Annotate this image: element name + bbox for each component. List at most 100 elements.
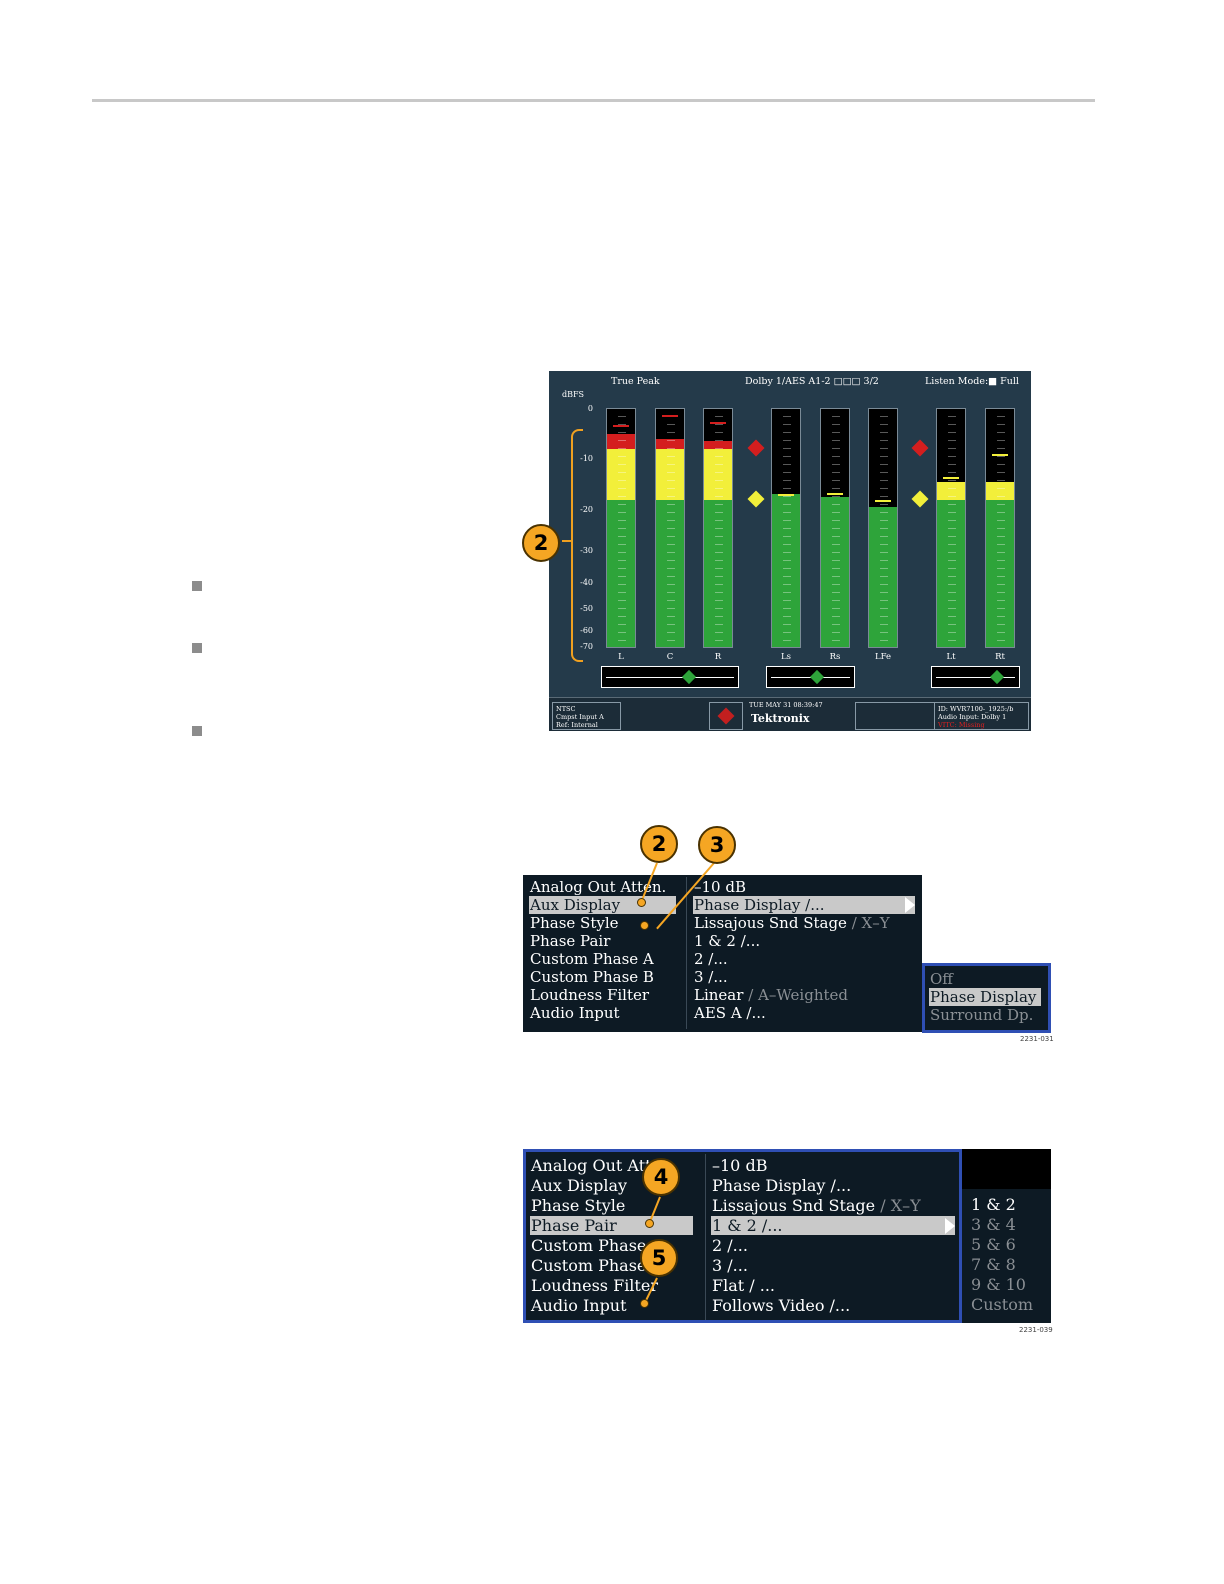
menu-item-value[interactable]: Flat / ... (712, 1276, 776, 1295)
audio-meter-display: True Peak Dolby 1/AES A1-2 □□□ 3/2 Liste… (549, 371, 1031, 731)
menu-value-alt: / X–Y (846, 914, 890, 932)
scale-tick: -60 (580, 626, 593, 635)
yellow-threshold-diamond (747, 490, 765, 508)
submenu-option[interactable]: Off (930, 970, 953, 988)
scale-tick: -40 (580, 578, 593, 587)
submenu-option-selected[interactable]: Phase Display (929, 988, 1041, 1006)
scale-tick: 0 (587, 404, 593, 413)
menu-item-label[interactable]: Custom Phase A (530, 950, 654, 968)
callout-marker: 5 (640, 1239, 678, 1277)
brand-logo: Tektronix (751, 712, 810, 725)
submenu-option[interactable]: 9 & 10 (971, 1275, 1026, 1294)
alarm-box (709, 702, 743, 730)
channel-meter-rs (820, 408, 850, 648)
menu-item-value-selected[interactable]: Phase Display /... (693, 896, 915, 914)
menu-item-label[interactable]: Phase Pair (530, 932, 611, 950)
status-datetime: TUE MAY 31 08:39:47 (749, 701, 823, 709)
menu-item-label[interactable]: Audio Input (531, 1296, 627, 1315)
empty-status-box (855, 702, 935, 730)
menu-item-value[interactable]: Phase Display /... (712, 1176, 852, 1195)
channel-label: Ls (780, 652, 791, 662)
menu-item-value[interactable]: 1 & 2 /... (694, 932, 761, 950)
menu-item-label[interactable]: Loudness Filter (530, 986, 650, 1004)
submenu-option[interactable]: 7 & 8 (971, 1255, 1016, 1274)
scale-tick: -30 (580, 546, 593, 555)
channel-label: L (618, 652, 624, 662)
channel-meter-r (703, 408, 733, 648)
channel-label: R (714, 652, 722, 662)
menu-item-label-selected[interactable]: Aux Display (529, 896, 676, 914)
submenu-option[interactable]: 3 & 4 (971, 1215, 1016, 1234)
submenu-option[interactable]: 5 & 6 (971, 1235, 1016, 1254)
menu-item-label[interactable]: Analog Out Atten. (531, 1156, 677, 1175)
alarm-icon (717, 707, 735, 725)
menu-item-value[interactable]: Lissajous Snd Stage / X–Y (694, 914, 890, 932)
scale-tick: -50 (580, 604, 593, 613)
submenu-arrow-icon (905, 897, 915, 913)
menu-item-value[interactable]: 3 /... (712, 1256, 748, 1275)
figure-number: 2231-039 (1019, 1326, 1053, 1334)
menu-value-alt: / X–Y (875, 1196, 921, 1215)
menu-item-label[interactable]: Phase Style (530, 914, 619, 932)
menu-item-label[interactable]: Audio Input (530, 1004, 620, 1022)
range-bracket-connector (562, 540, 572, 542)
menu-item-label[interactable]: Analog Out Atten. (530, 878, 667, 896)
red-threshold-diamond (911, 439, 929, 457)
callout-marker: 3 (698, 826, 736, 864)
input-status-box: NTSC Cmpst Input A Ref: Internal (552, 702, 621, 730)
phase-pair-submenu: 1 & 2 3 & 4 5 & 6 7 & 8 9 & 10 Custom (962, 1189, 1051, 1323)
header-rule (92, 99, 1095, 102)
balance-meter (601, 666, 739, 688)
callout-marker: 4 (642, 1158, 680, 1196)
menu-item-value[interactable]: 3 /... (694, 968, 728, 986)
channel-meter-lt (936, 408, 966, 648)
menu-item-label[interactable]: Phase Style (531, 1196, 626, 1215)
listen-mode-label: Listen Mode:■ Full (925, 376, 1019, 387)
menu-item-value[interactable]: –10 dB (694, 878, 746, 896)
menu-item-label[interactable]: Custom Phase A (531, 1236, 664, 1255)
channel-label: LFe (874, 652, 892, 662)
channel-label: Rs (829, 652, 841, 662)
menu-item-value[interactable]: 2 /... (694, 950, 728, 968)
callout-marker: 2 (640, 825, 678, 863)
menu-value-text: Linear (694, 986, 744, 1004)
menu-item-value[interactable]: Lissajous Snd Stage / X–Y (712, 1196, 921, 1215)
menu-item-value[interactable]: 2 /... (712, 1236, 748, 1255)
device-status-box: ID: WVR7100-_1925:/b Audio Input: Dolby … (934, 702, 1029, 730)
menu-item-value[interactable]: AES A /... (694, 1004, 766, 1022)
menu-item-label[interactable]: Custom Phase B (530, 968, 654, 986)
menu-item-label-selected[interactable]: Phase Pair (530, 1216, 693, 1235)
bullet-marker (192, 581, 202, 591)
menu-item-label[interactable]: Loudness Filter (531, 1276, 658, 1295)
config-menu: Analog Out Atten. Aux Display Phase Styl… (523, 1149, 962, 1323)
status-text: Ref: Internal (556, 721, 598, 729)
config-menu: Analog Out Atten. Aux Display Phase Styl… (523, 875, 922, 1032)
callout-target-dot (640, 1299, 649, 1308)
menu-item-value[interactable]: Linear / A–Weighted (694, 986, 848, 1004)
channel-meter-rt (985, 408, 1015, 648)
menu-item-value[interactable]: Follows Video /... (712, 1296, 851, 1315)
callout-target-dot (645, 1219, 654, 1228)
bullet-marker (192, 643, 202, 653)
status-text: Audio Input: Dolby 1 (938, 713, 1007, 721)
submenu-option[interactable]: Surround Dp. (930, 1006, 1034, 1024)
status-text: NTSC (556, 705, 576, 713)
column-divider (705, 1154, 706, 1320)
menu-item-value-selected[interactable]: 1 & 2 /... (711, 1216, 955, 1235)
menu-item-label[interactable]: Custom Phase B (531, 1256, 664, 1275)
channel-label: Rt (995, 652, 1005, 662)
callout-marker: 2 (522, 524, 560, 562)
submenu-option[interactable]: Custom (971, 1295, 1033, 1314)
channel-meter-ls (771, 408, 801, 648)
menu-value-text: 1 & 2 /... (712, 1216, 783, 1235)
balance-meter (931, 666, 1020, 688)
submenu-arrow-icon (945, 1218, 955, 1234)
menu-item-value[interactable]: –10 dB (712, 1156, 768, 1175)
submenu-option-selected[interactable]: 1 & 2 (971, 1195, 1016, 1214)
menu-item-label[interactable]: Aux Display (531, 1176, 628, 1195)
range-bracket (571, 429, 583, 662)
channel-meter-lfe (868, 408, 898, 648)
menu-value-text: Lissajous Snd Stage (694, 914, 847, 932)
scale-tick: -70 (580, 642, 593, 651)
menu-value-alt: / A–Weighted (743, 986, 848, 1004)
